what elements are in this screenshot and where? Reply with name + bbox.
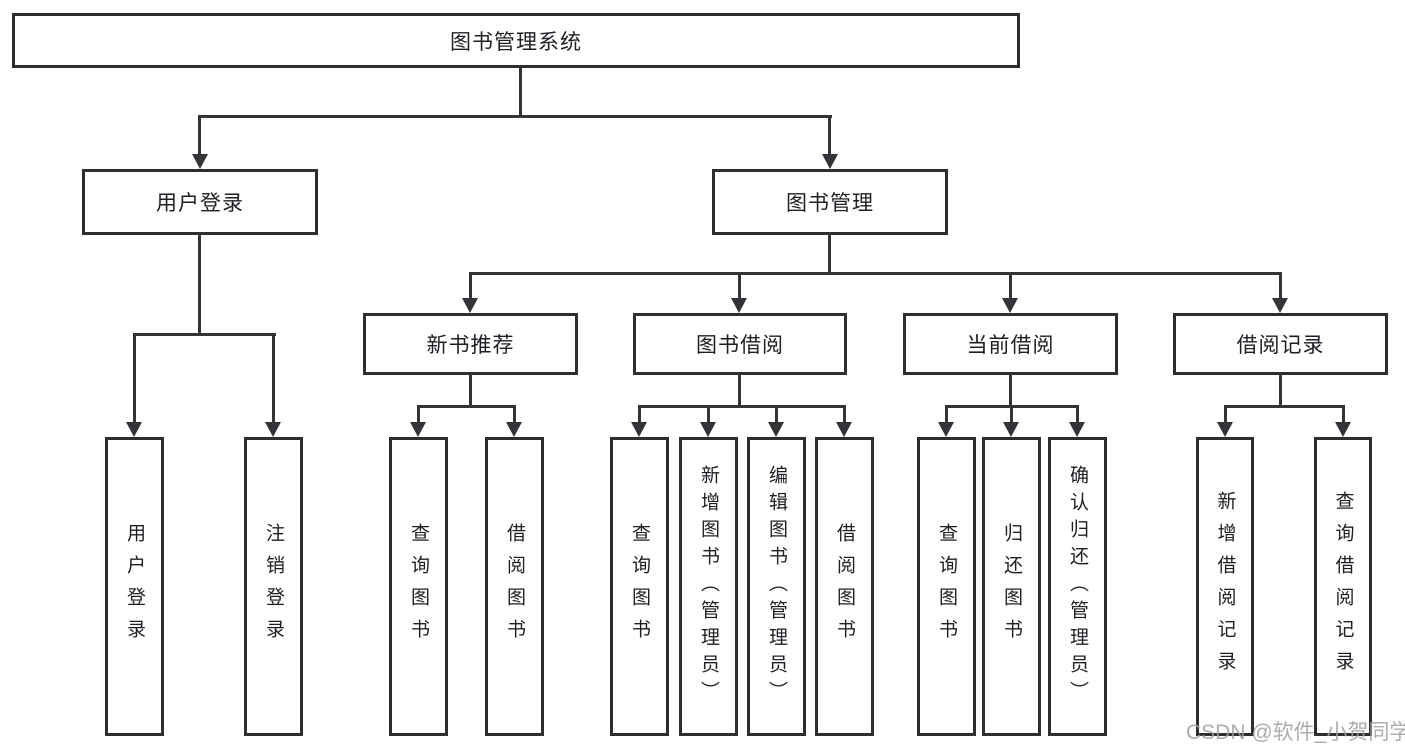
leaf-user-login: 用户登录 (105, 437, 164, 736)
connector (198, 115, 201, 155)
node-label: 图书借阅 (696, 334, 784, 357)
node-book-management: 图书管理 (712, 169, 948, 235)
connector (775, 405, 778, 424)
connector (1009, 272, 1012, 301)
node-label: 图书管理系统 (450, 30, 582, 54)
arrowhead (1335, 422, 1351, 437)
node-new-book-recommend: 新书推荐 (363, 313, 578, 375)
node-label: 当前借阅 (966, 334, 1055, 357)
csdn-watermark: CSDN @软件_小贺同学 (1186, 721, 1405, 744)
node-label: 编辑图书（管理员） (766, 465, 787, 708)
node-borrowing-records: 借阅记录 (1173, 313, 1388, 375)
connector (638, 405, 846, 408)
node-label: 新增图书（管理员） (698, 465, 719, 708)
leaf-query-borrow-record: 查询借阅记录 (1314, 437, 1372, 736)
node-label: 确认归还（管理员） (1067, 465, 1088, 708)
leaf-add-books-admin: 新增图书（管理员） (679, 437, 738, 736)
connector (198, 233, 201, 336)
node-label: 查询图书 (936, 522, 957, 651)
node-label: 借阅记录 (1236, 334, 1325, 357)
connector (843, 405, 846, 424)
node-label: 新书推荐 (426, 334, 515, 357)
arrowhead (1069, 422, 1085, 437)
leaf-confirm-return-admin: 确认归还（管理员） (1048, 437, 1107, 736)
node-label: 注销登录 (263, 522, 284, 651)
connector (469, 272, 1282, 275)
connector (1010, 405, 1013, 424)
connector (738, 272, 741, 301)
arrowhead (631, 422, 647, 437)
node-label: 借阅图书 (504, 522, 525, 651)
connector (133, 333, 276, 336)
node-current-borrowing: 当前借阅 (903, 313, 1118, 375)
node-root-system: 图书管理系统 (12, 13, 1020, 68)
connector (945, 405, 948, 424)
arrowhead (1002, 298, 1018, 313)
leaf-logout: 注销登录 (244, 437, 303, 736)
connector (469, 373, 472, 408)
node-label: 用户登录 (124, 522, 145, 651)
node-label: 归还图书 (1001, 522, 1022, 651)
node-book-borrowing: 图书借阅 (633, 313, 847, 375)
node-label: 用户登录 (156, 192, 244, 215)
leaf-add-borrow-record: 新增借阅记录 (1196, 437, 1254, 736)
connector (1279, 373, 1282, 408)
leaf-edit-books-admin: 编辑图书（管理员） (747, 437, 806, 736)
node-label: 查询图书 (629, 522, 650, 651)
connector (638, 405, 641, 424)
connector (1076, 405, 1079, 424)
arrowhead (506, 422, 522, 437)
connector (469, 272, 472, 301)
connector (707, 405, 710, 424)
connector (133, 333, 136, 423)
arrowhead (265, 422, 281, 437)
connector (417, 405, 516, 408)
arrowhead (938, 422, 954, 437)
leaf-borrow-books-1: 借阅图书 (485, 437, 544, 736)
arrowhead (768, 422, 784, 437)
leaf-return-books: 归还图书 (982, 437, 1041, 736)
connector (272, 333, 275, 423)
arrowhead (731, 298, 747, 313)
arrowhead (1217, 422, 1233, 437)
leaf-borrow-books-2: 借阅图书 (815, 437, 874, 736)
connector (828, 115, 831, 155)
connector (519, 68, 522, 118)
node-label: 图书管理 (786, 192, 874, 215)
leaf-query-books-2: 查询图书 (610, 437, 669, 736)
arrowhead (822, 154, 838, 169)
leaf-query-books-1: 查询图书 (389, 437, 448, 736)
connector (738, 373, 741, 408)
connector (198, 115, 832, 118)
node-label: 查询图书 (408, 522, 429, 651)
arrowhead (1272, 298, 1288, 313)
node-label: 新增借阅记录 (1214, 490, 1236, 683)
connector (1224, 405, 1227, 424)
connector (1342, 405, 1345, 424)
connector (1224, 405, 1345, 408)
node-label: 查询借阅记录 (1332, 490, 1354, 683)
arrowhead (462, 298, 478, 313)
connector (1279, 272, 1282, 301)
arrowhead (836, 422, 852, 437)
connector (828, 233, 831, 275)
arrowhead (192, 154, 208, 169)
arrowhead (1003, 422, 1019, 437)
leaf-query-books-3: 查询图书 (917, 437, 976, 736)
connector (1009, 373, 1012, 408)
node-label: 借阅图书 (834, 522, 855, 651)
connector (417, 405, 420, 424)
node-user-login: 用户登录 (82, 169, 318, 235)
connector (513, 405, 516, 424)
arrowhead (410, 422, 426, 437)
arrowhead (700, 422, 716, 437)
arrowhead (126, 422, 142, 437)
